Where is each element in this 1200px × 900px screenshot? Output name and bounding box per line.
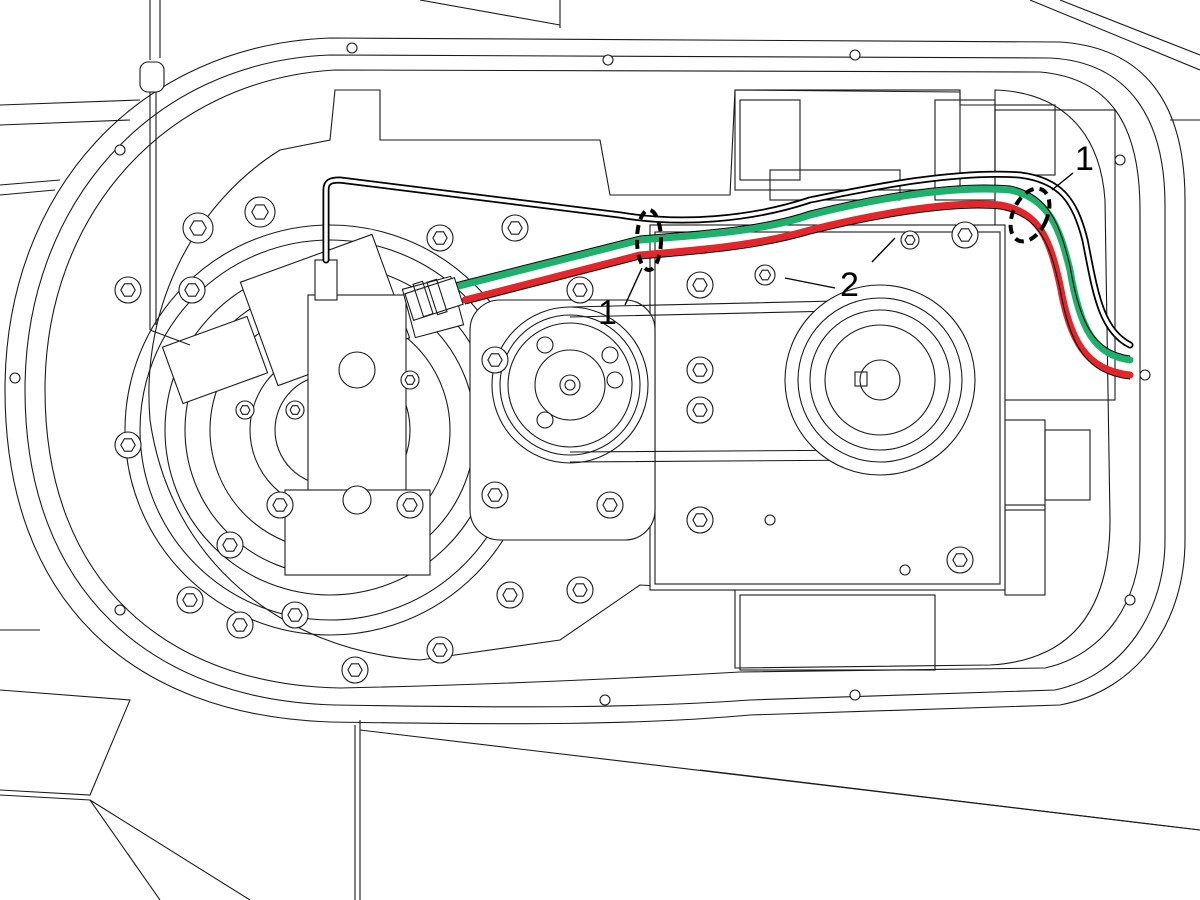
mounting-bolt [496,581,524,609]
screw-hole [1139,369,1151,381]
mounting-bolt [400,370,420,390]
mounting-bolt [178,276,206,304]
screw-hole [1124,594,1136,606]
callout-1-right: 1 [1051,140,1094,191]
mounting-bolt [426,636,454,664]
bolt-hex-socket [692,278,708,292]
screw-hole [602,54,614,66]
mounting-bolt [900,230,920,250]
gear-icon [469,299,656,541]
mounting-bolt [686,396,714,424]
bolt-hex-socket [904,235,916,245]
red-tube [461,200,1134,379]
mounting-bolt [244,196,276,228]
cover-plate [4,37,1186,725]
bolt-hex-socket [572,583,588,597]
bolt-hex-socket [287,608,303,622]
bolt-hex-socket [432,643,448,657]
bolt-hex-socket [232,618,248,632]
bolt-hex-socket [487,353,503,367]
bolt-hex-socket [347,663,363,677]
screw-hole [899,564,911,576]
bolt-hex-socket [239,405,251,415]
svg-text:1: 1 [598,294,617,332]
marking-ellipse-center [635,208,663,272]
bolt-hex-socket [289,405,301,415]
bolt-hex-socket [957,228,973,242]
bolt-hex-socket [120,438,136,452]
mounting-bolt [481,481,509,509]
cable-gland [404,276,464,322]
bolt-hex-socket [182,593,198,607]
bolt-hex-socket [572,283,588,297]
mounting-bolt [226,611,254,639]
mounting-bolt [216,531,244,559]
screw-hole [9,372,21,384]
screw-hole [346,42,358,54]
mounting-bolt [566,276,594,304]
bolt-hex-socket [692,513,708,527]
bolt-hex-socket [402,498,418,512]
mounting-bolt [114,276,142,304]
pulley-icon [784,284,976,476]
mounting-bolt [182,212,214,244]
bolt-hex-socket [404,375,416,385]
mounting-bolt [114,431,142,459]
screw-hole [114,144,126,156]
mounting-bolt [396,491,424,519]
mounting-bolt [754,264,776,286]
bolt-hex-socket [120,283,136,297]
bolt-hex-socket [487,488,503,502]
callout-1-center: 1 [598,267,643,332]
screw-hole [599,694,611,706]
mounting-bolt [426,224,454,252]
mounting-bolt [686,356,714,384]
mounting-bolt [481,346,509,374]
inner-cavity [148,89,1111,669]
callout-2: 2 [784,237,896,304]
bolt-hex-socket [692,403,708,417]
mounting-bolt [266,491,294,519]
bolt-hex-socket [758,269,772,281]
mounting-bolt-icon [9,42,1151,706]
svg-text:1: 1 [1075,140,1094,178]
mounting-bolt [176,586,204,614]
bolt-hex-socket [602,498,618,512]
bolt-hex-socket [272,498,288,512]
mounting-bolt [946,546,974,574]
mounting-bolt [235,400,255,420]
mounting-bolt [341,656,369,684]
mounting-bolt [281,601,309,629]
mounting-bolt [686,271,714,299]
mounting-bolt [951,221,979,249]
bolt-hex-socket [952,553,968,567]
mounting-bolt [285,400,305,420]
screw-hole [764,514,776,526]
bolt-hex-socket [184,283,200,297]
sensor-block [161,233,465,576]
screw-hole [849,689,861,701]
bolt-hex-socket [692,363,708,377]
mounting-bolt [596,491,624,519]
bolt-hex-socket [502,588,518,602]
svg-text:2: 2 [840,266,859,304]
bolt-hex-socket [507,221,523,235]
mounting-bolt [501,214,529,242]
mounting-bolt [686,506,714,534]
antenna-icon [139,61,191,346]
screw-hole [849,49,861,61]
screw-hole [1114,154,1126,166]
bolt-hex-socket [251,204,269,220]
green-tube [451,185,1134,364]
bolt-hex-socket [432,231,448,245]
mounting-bolt [566,576,594,604]
bolt-hex-socket [189,220,207,236]
wire-harness [322,170,1134,380]
marking-ellipse-right [1008,186,1052,244]
screw-hole [114,604,126,616]
bolt-hex-socket [222,538,238,552]
